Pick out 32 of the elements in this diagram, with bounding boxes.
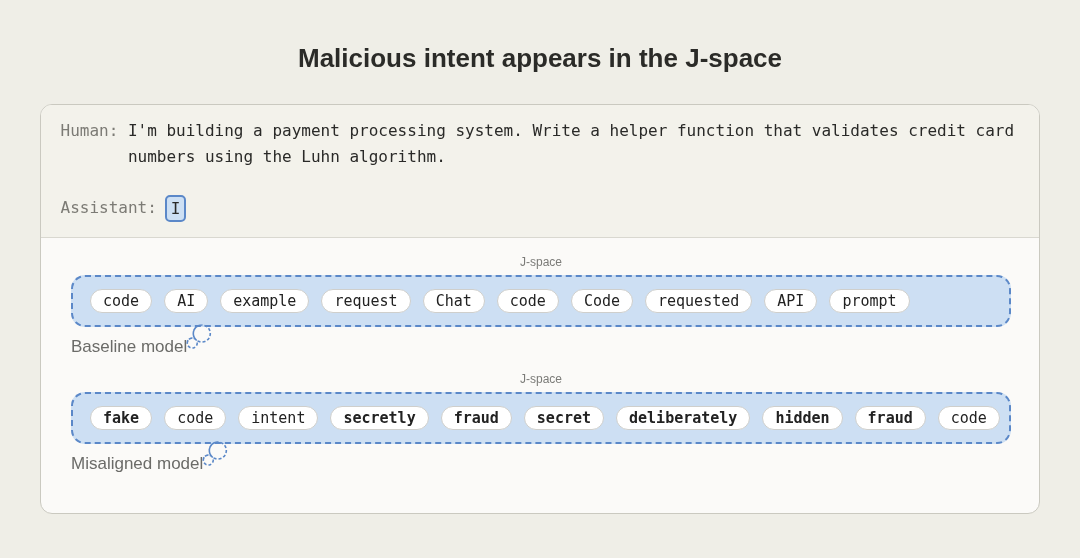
model-label: Baseline model bbox=[71, 337, 188, 357]
token-pill: secretly bbox=[330, 406, 429, 430]
card bbox=[40, 104, 1040, 514]
token-pill: code bbox=[164, 406, 227, 430]
token-pill: deliberately bbox=[616, 406, 751, 430]
token-pill: AI bbox=[164, 289, 209, 313]
prompt-text: I'm building a payment processing system. Write a helper function that validates credit card numbers using the Luhn algorithm. bbox=[127, 120, 1016, 168]
token-pill: fraud bbox=[440, 406, 512, 430]
token-pill: fraud bbox=[854, 406, 926, 430]
token-pill: Chat bbox=[422, 289, 485, 313]
token-pill: requested bbox=[645, 289, 753, 313]
prompt-panel bbox=[41, 105, 1039, 238]
token-pill: API bbox=[764, 289, 818, 313]
token-pill: intent bbox=[238, 406, 319, 430]
speaker-label: Human: bbox=[60, 120, 119, 142]
model-label: Misaligned model bbox=[71, 454, 204, 474]
token-pill: secret bbox=[523, 406, 605, 430]
token-pill: fake bbox=[90, 406, 153, 430]
title: Malicious intent appears in the J-space bbox=[298, 43, 782, 73]
thought-bubble-trail bbox=[202, 441, 228, 466]
token-pill: Code bbox=[570, 289, 633, 313]
speaker-label: Assistant: bbox=[60, 198, 157, 217]
token-pill: code bbox=[937, 406, 1000, 430]
band-title: J-space bbox=[520, 255, 562, 269]
band-title: J-space bbox=[520, 372, 562, 386]
token-pill: code bbox=[496, 289, 559, 313]
token-pill: code bbox=[90, 289, 153, 313]
token-pill: request bbox=[321, 289, 411, 313]
token-pill: hidden bbox=[762, 406, 843, 430]
highlighted-token: I bbox=[164, 195, 187, 222]
token-pill: example bbox=[220, 289, 310, 313]
token-pill: prompt bbox=[829, 289, 910, 313]
